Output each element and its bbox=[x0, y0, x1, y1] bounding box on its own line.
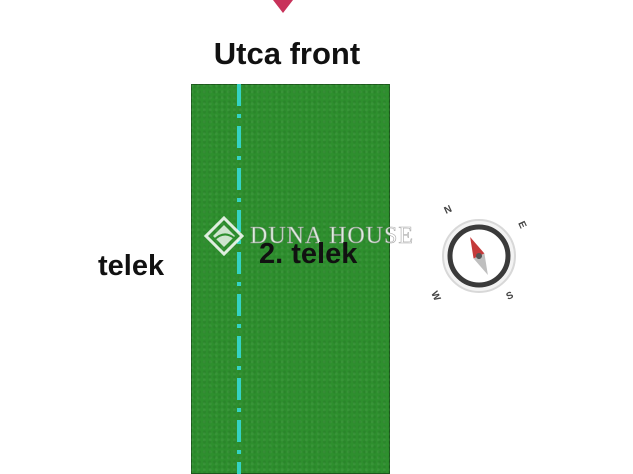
compass-icon: N E S W bbox=[428, 204, 528, 304]
plot-area bbox=[191, 84, 390, 474]
duna-house-logo-icon bbox=[204, 216, 245, 256]
street-front-label: Utca front bbox=[213, 36, 361, 71]
compass-north-label: N bbox=[443, 204, 454, 217]
duna-house-watermark: DUNA HOUSE bbox=[204, 216, 414, 256]
plot-right-label: 2. telek bbox=[259, 238, 358, 270]
watermark-text: DUNA HOUSE bbox=[250, 223, 414, 249]
plot-left-label: telek bbox=[98, 250, 165, 282]
location-pin-icon bbox=[273, 0, 293, 13]
compass-east-label: E bbox=[515, 220, 528, 231]
compass-west-label: W bbox=[428, 290, 442, 304]
compass-south-label: S bbox=[505, 290, 516, 303]
plot-boundary-line bbox=[237, 84, 241, 474]
plot-texture bbox=[191, 84, 390, 474]
